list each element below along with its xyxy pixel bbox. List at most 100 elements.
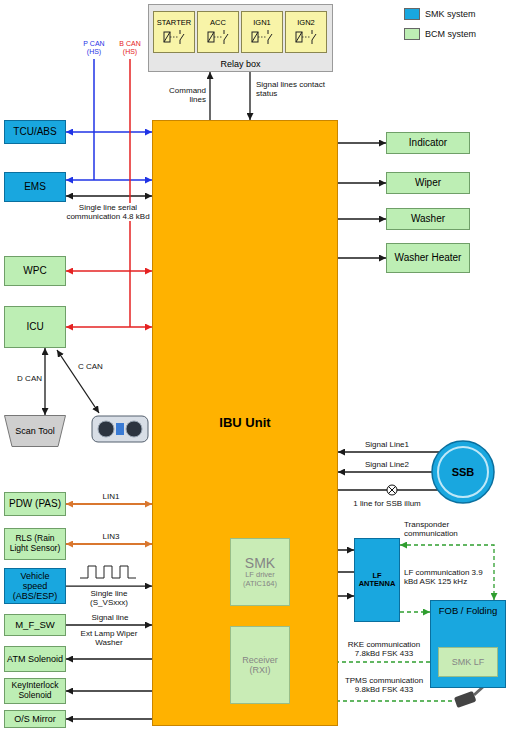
connector (338, 471, 432, 472)
connector (400, 611, 430, 612)
node-text: FOB / Folding (439, 606, 498, 617)
node-text: Washer (411, 213, 445, 224)
output-box: Indicator (386, 132, 470, 154)
node-text: SSB (452, 466, 475, 478)
lamp-cross (389, 487, 396, 494)
connector (66, 658, 152, 659)
node-text: IGN2 (297, 19, 315, 27)
node-text: M_F_SW (15, 620, 55, 631)
node-text: RLS (Rain Light Sensor) (7, 534, 63, 553)
signal-label: C CAN (78, 362, 108, 371)
cluster-icon (92, 416, 148, 442)
connector (66, 718, 152, 719)
node-text: Relay box (220, 59, 260, 69)
signal-label: TPMS communication 9.8kBd FSK 433 (342, 676, 426, 694)
node-text: ICU (26, 321, 43, 332)
button-ring (432, 441, 494, 503)
smk-lf-box: SMK LF (438, 647, 498, 677)
connector-label: Command lines (154, 86, 206, 104)
node-text: O/S Mirror (14, 714, 56, 724)
ibu-unit: IBU UnitSMKLF driver (ATIC164) Receiver (… (152, 120, 338, 726)
cluster-gauge (98, 421, 114, 437)
signal-label: B CAN (HS) (113, 40, 147, 56)
scan-tool: Scan Tool (4, 415, 66, 447)
legend-swatch (404, 8, 420, 20)
ecu-box: Vehicle speed (ABS/ESP) (4, 568, 66, 604)
connector-label: Transponder communication (404, 520, 490, 538)
legend-swatch (404, 28, 420, 40)
node-text: Receiver (RXI) (233, 655, 287, 675)
connector-label: Signal line (80, 613, 140, 622)
connector-label: LF communication 3.9 kBd ASK 125 kHz (404, 568, 490, 586)
pulse-waveform (80, 566, 136, 578)
c-can-link (57, 350, 99, 413)
connector (338, 451, 439, 452)
relay-symbol-use (252, 30, 272, 44)
relay-box: Relay box STARTER ACC IGN1 IGN2 (148, 4, 333, 72)
p-can-bus (93, 59, 95, 180)
connector (66, 195, 152, 196)
connector-label: 1 line for SSB illum (342, 499, 432, 508)
node-text: ACC (210, 19, 226, 27)
output-box: Washer (386, 208, 470, 230)
connector-label: Signal lines contact status (256, 80, 330, 98)
lf-antenna: LF ANTENNA (354, 538, 400, 622)
node-text: WPC (23, 265, 46, 276)
relay-item: ACC (197, 11, 239, 53)
relay-symbol-use (164, 30, 184, 44)
module-box: ICU (4, 306, 66, 348)
fob-box: FOB / FoldingSMK LF (430, 600, 506, 688)
node-text: STARTER (157, 19, 191, 27)
relay-symbol-use (296, 30, 316, 44)
b-can-bus (129, 59, 131, 327)
connector-label: Signal Line2 (352, 460, 422, 469)
node-text: Wiper (415, 177, 441, 188)
relay-symbol (250, 29, 274, 45)
ecu-box: TCU/ABS (4, 120, 66, 144)
relay-symbol-use (208, 30, 228, 44)
relay-item: IGN2 (285, 11, 327, 53)
legend-text: BCM system (425, 29, 476, 39)
receiver-box: Receiver (RXI) (230, 626, 290, 704)
connector-label: LIN1 (96, 492, 126, 501)
connector (338, 182, 386, 183)
connector (66, 131, 152, 133)
connector-label: RKE communication 7.8kBd FSK 433 (342, 640, 426, 658)
connector-label: D CAN (6, 374, 42, 383)
connector (44, 348, 45, 415)
module-box: M_F_SW (4, 614, 66, 636)
node-text: KeyInterlock Solenoid (7, 681, 63, 700)
cluster-gauge (126, 421, 142, 437)
lamp-symbol (387, 485, 397, 495)
output-box: Washer Heater (386, 243, 470, 273)
module-box: RLS (Rain Light Sensor) (4, 528, 66, 560)
button-inner-ring (438, 447, 488, 497)
connector (209, 72, 210, 120)
connector (338, 257, 386, 258)
node-text: TCU/ABS (13, 126, 56, 137)
node-text: SMK (245, 556, 275, 572)
tpms-sensor (454, 686, 484, 708)
node-text: SMK LF (452, 657, 485, 667)
connector (66, 543, 152, 545)
connector-label: LIN3 (96, 532, 126, 541)
connector (66, 690, 152, 691)
connector (66, 624, 152, 625)
module-box: PDW (PAS) (4, 492, 66, 516)
cluster-display (116, 423, 124, 435)
node-text: IGN1 (253, 19, 271, 27)
node-text: IBU Unit (219, 416, 270, 431)
node-text: LF driver (ATIC164) (233, 571, 287, 588)
node-text: EMS (24, 181, 46, 192)
connector (249, 72, 250, 120)
module-box: WPC (4, 256, 66, 286)
node-text: ATM Solenoid (7, 654, 63, 664)
legend-row: SMK system (404, 8, 476, 20)
ecu-box: EMS (4, 172, 66, 202)
signal-label: P CAN (HS) (77, 40, 111, 56)
connector (66, 585, 152, 586)
legend-row: BCM system (404, 28, 476, 40)
connector (66, 179, 152, 181)
lamp-circle (387, 485, 397, 495)
